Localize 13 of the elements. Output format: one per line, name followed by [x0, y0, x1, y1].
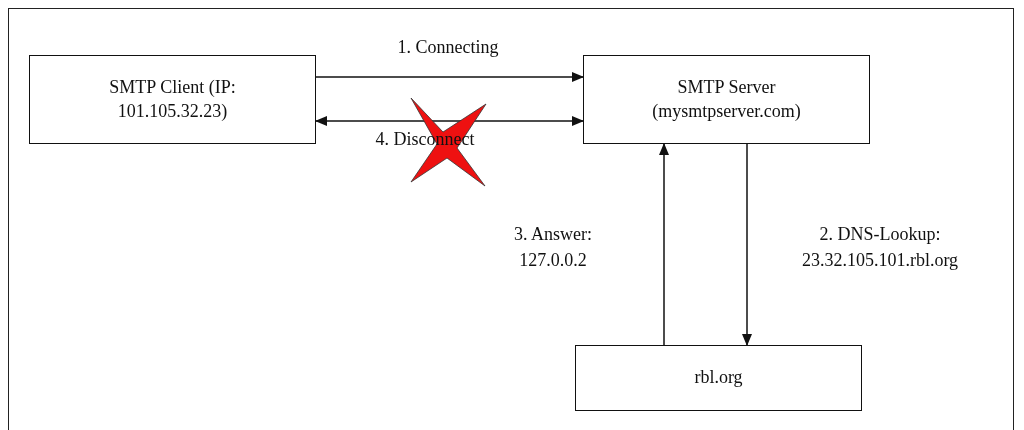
- edge-label: 3. Answer: 127.0.0.2: [513, 223, 593, 273]
- arrow: [315, 72, 584, 82]
- arrow: [659, 143, 669, 346]
- process-box: [575, 345, 862, 411]
- arrow: [315, 116, 584, 126]
- edge-label: 1. Connecting: [396, 36, 500, 59]
- node-label: rbl.org: [694, 366, 743, 390]
- process-box: [583, 55, 870, 144]
- node-label: SMTP Server (mysmtpserver.com): [651, 76, 802, 123]
- node-label: SMTP Client (IP: 101.105.32.23): [108, 76, 237, 123]
- arrow: [742, 143, 752, 346]
- process-box: [29, 55, 316, 144]
- edge-label: 2. DNS-Lookup: 23.32.105.101.rbl.org: [800, 223, 960, 273]
